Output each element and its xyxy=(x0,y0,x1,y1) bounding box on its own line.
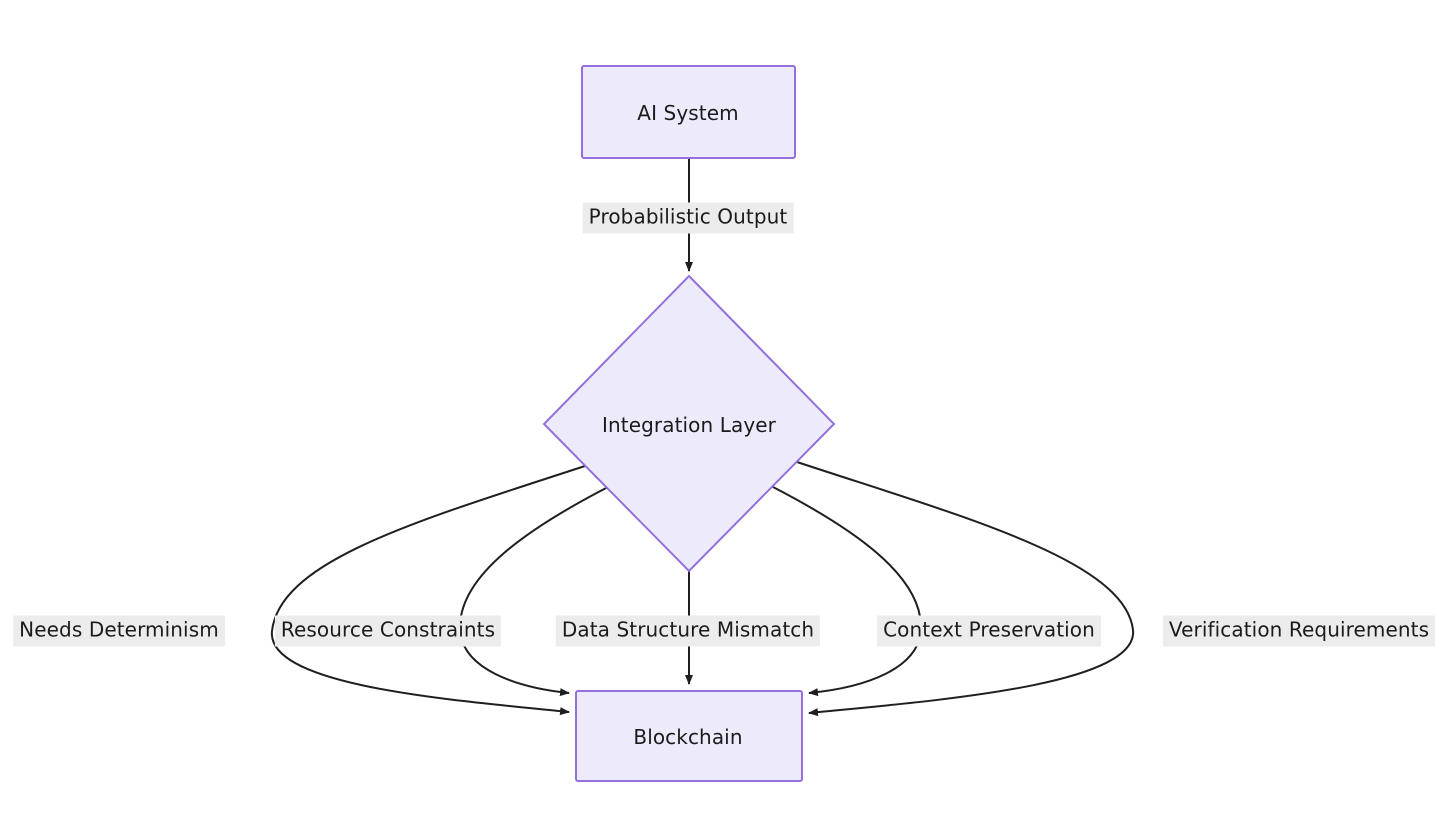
edge-needs-determinism xyxy=(270,465,586,716)
edge-label-verification-requirements: Verification Requirements xyxy=(1162,615,1436,647)
edge-label-probabilistic-output: Probabilistic Output xyxy=(582,202,794,234)
edge-label-needs-determinism: Needs Determinism xyxy=(13,615,225,647)
node-label-integration-layer: Integration Layer xyxy=(601,413,777,437)
edge-resource-constraints xyxy=(458,486,609,697)
edge-label-data-structure-mismatch: Data Structure Mismatch xyxy=(555,615,821,647)
node-label-ai-system: AI System xyxy=(637,101,739,125)
node-label-blockchain: Blockchain xyxy=(633,725,743,749)
node-blockchain[interactable] xyxy=(575,690,803,782)
edge-label-resource-constraints: Resource Constraints xyxy=(274,615,502,647)
edge-context-preservation xyxy=(772,486,923,697)
edge-label-context-preservation: Context Preservation xyxy=(877,615,1101,647)
node-ai-system[interactable] xyxy=(581,65,796,159)
edge-verification-requirements xyxy=(796,461,1135,717)
node-integration-layer[interactable] xyxy=(542,274,836,573)
